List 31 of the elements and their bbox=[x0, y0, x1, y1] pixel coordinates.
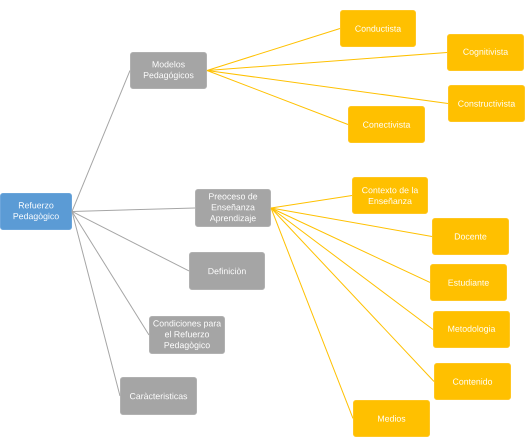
connector-line bbox=[270, 207, 434, 382]
connector-line bbox=[270, 207, 430, 283]
category-box: Definiciòn bbox=[189, 252, 265, 290]
item-box: Conductista bbox=[340, 10, 416, 47]
connector-line bbox=[206, 52, 448, 71]
connector-line bbox=[72, 70, 130, 212]
item-box: Metodologia bbox=[433, 310, 510, 348]
item-box: Conectivista bbox=[348, 106, 425, 143]
connector-line bbox=[72, 210, 150, 336]
item-box: Medios bbox=[353, 400, 430, 437]
connector-line bbox=[72, 207, 196, 212]
connector-line bbox=[270, 207, 434, 330]
connector-line bbox=[206, 70, 448, 104]
connector-line bbox=[72, 210, 190, 272]
topic-box: Refuerzo Pedagògico bbox=[0, 192, 72, 230]
category-box: Caràcteristicas bbox=[120, 376, 197, 415]
item-box: Docente bbox=[432, 218, 509, 255]
connector-line bbox=[270, 207, 432, 237]
item-box: Constructivista bbox=[448, 85, 525, 122]
connector-line bbox=[270, 194, 352, 208]
category-box: Modelos Pedagógicos bbox=[130, 52, 207, 89]
connector-line bbox=[72, 210, 120, 396]
category-box: Preoceso de Enseñanza Aprendizaje bbox=[195, 188, 271, 227]
item-box: Contenido bbox=[434, 362, 511, 400]
connector-line bbox=[206, 28, 340, 71]
connector-line bbox=[206, 70, 348, 125]
item-box: Estudiante bbox=[430, 264, 507, 301]
item-box: Contexto de la Enseñanza bbox=[352, 176, 428, 214]
item-box: Cognitivista bbox=[447, 34, 524, 71]
category-box: Condiciones para el Refuerzo Pedagògico bbox=[149, 316, 225, 354]
connector-line bbox=[270, 207, 354, 419]
